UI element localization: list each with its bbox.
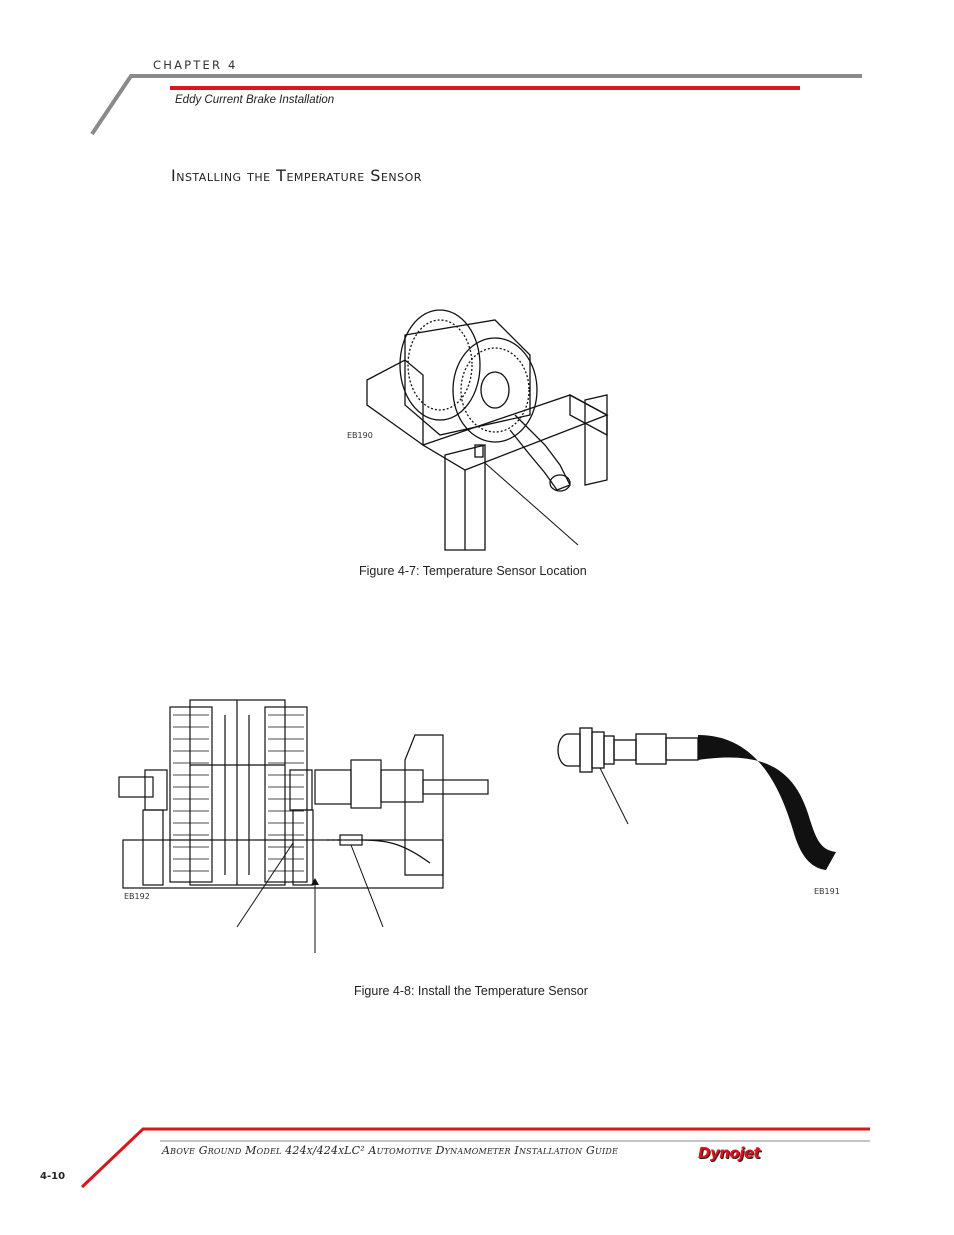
figure-4-7-caption: Figure 4-7: Temperature Sensor Location [359,564,587,578]
header-rule [90,74,862,136]
chapter-label: CHAPTER 4 [153,58,238,72]
figure-code-eb192: EB192 [124,892,150,901]
figure-4-8-right-illustration [557,727,836,870]
figure-code-eb191: EB191 [814,887,840,896]
page-number: 4-10 [40,1171,66,1182]
figure-4-7-illustration [366,309,609,551]
figure-4-8-caption: Figure 4-8: Install the Temperature Sens… [354,984,588,998]
section-heading: Installing the Temperature Sensor [171,166,422,185]
chapter-subtitle: Eddy Current Brake Installation [175,94,335,106]
figure-code-eb190: EB190 [347,431,373,440]
footer-title: Above Ground Model 424x/424xLC² Automoti… [162,1144,618,1157]
dynojet-logo: Dynojet [698,1144,761,1162]
figure-4-8-left-illustration [118,699,489,953]
footer-rule [80,1127,870,1189]
